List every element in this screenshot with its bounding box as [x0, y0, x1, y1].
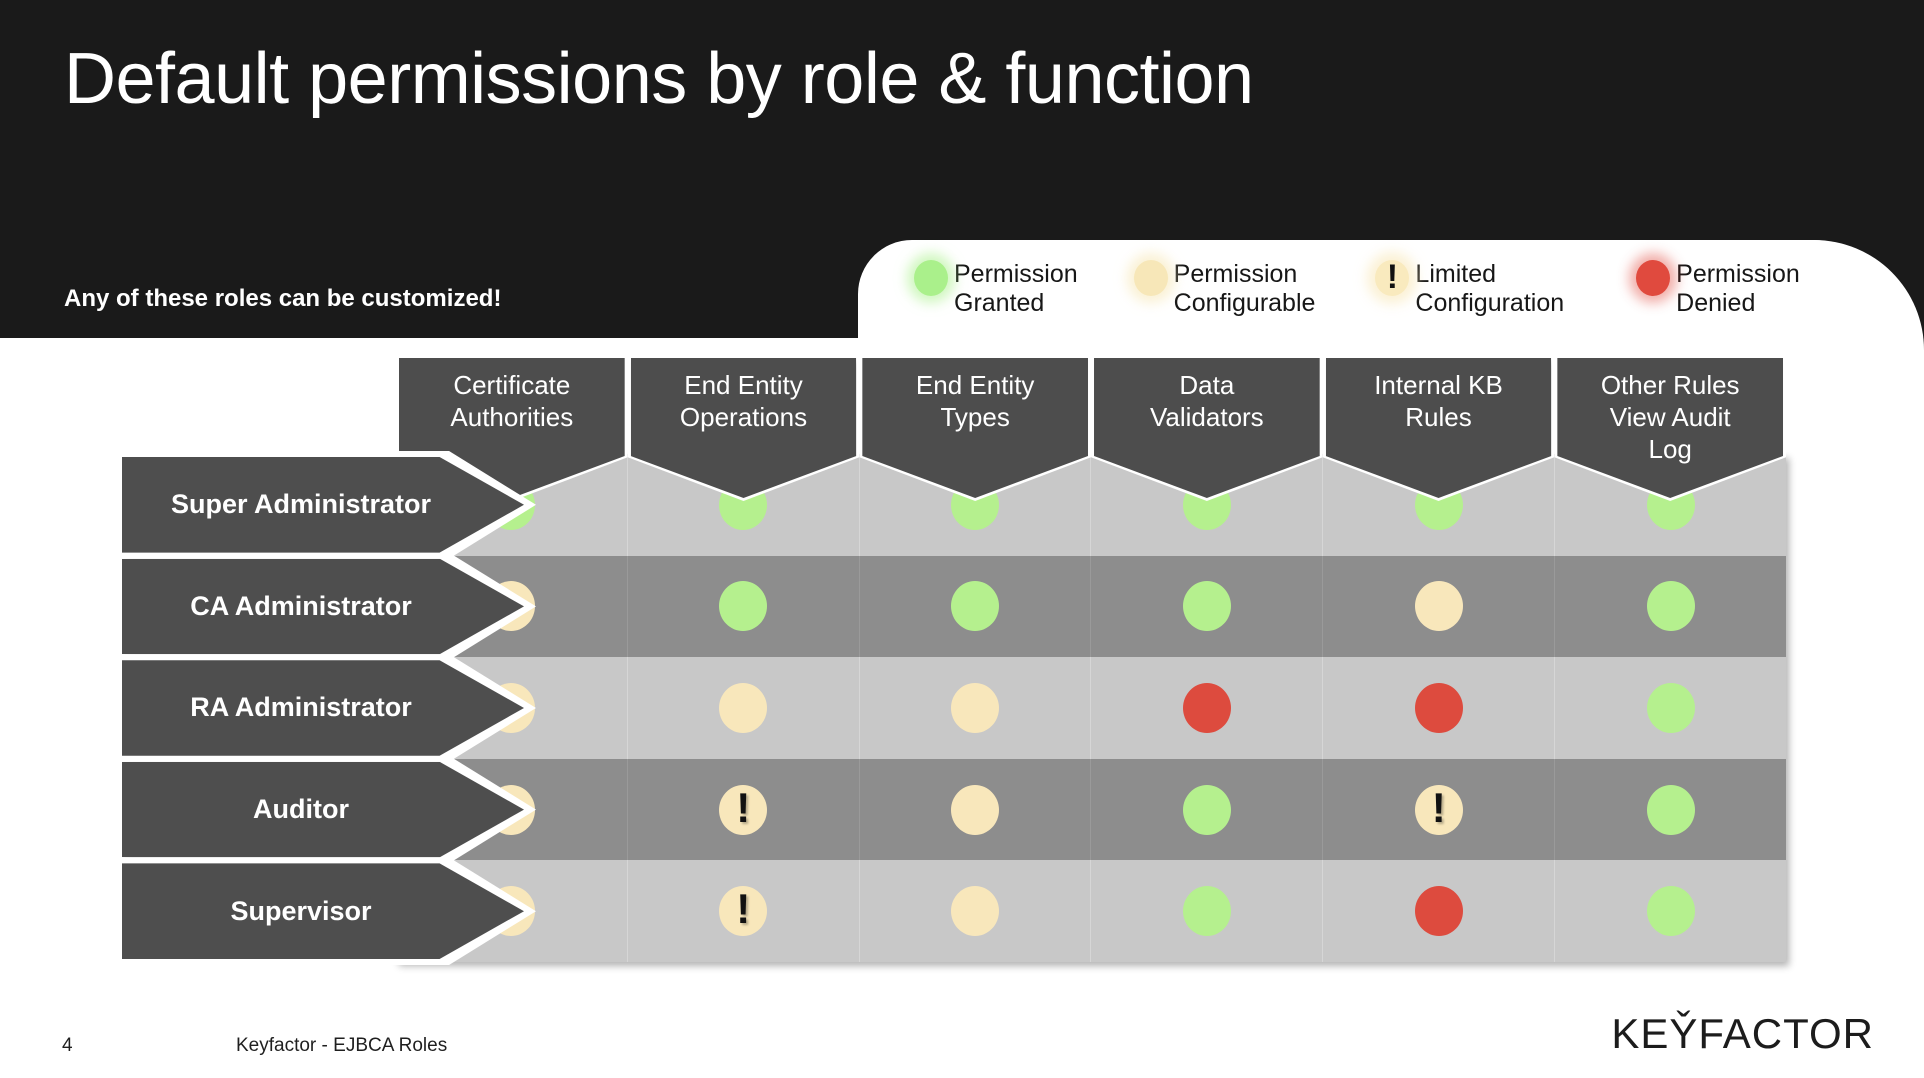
column-header-label: Internal KB Rules: [1374, 370, 1503, 432]
row-label-shape: [122, 761, 524, 858]
status-denied-icon: [1414, 886, 1463, 937]
table-row: [396, 657, 1786, 759]
legend-label-denied: Permission Denied: [1676, 260, 1800, 317]
status-granted-icon: [1182, 784, 1231, 835]
status-configurable-icon: [1414, 581, 1463, 632]
status-granted-icon: [719, 581, 768, 632]
column-header-4: Data Validators: [1091, 355, 1323, 501]
permissions-matrix: !!! Certificate Authorities End Entity Op…: [396, 355, 1787, 962]
matrix-row-labels: Super Administrator CA Administrator RA Ad…: [122, 451, 536, 965]
column-header-label: End Entity Types: [915, 370, 1035, 432]
legend-label-granted: Permission Granted: [954, 260, 1078, 317]
exclamation-glyph: !: [1431, 783, 1446, 831]
matrix-cell: !: [628, 758, 860, 861]
matrix-column-headers: Certificate Authorities End Entity Operat…: [396, 355, 1787, 501]
row-label-text: CA Administrator: [190, 590, 412, 621]
column-header-label: Certificate Authorities: [450, 370, 574, 432]
status-denied-icon: [1414, 682, 1463, 733]
page-title: Default permissions by role & function: [64, 39, 1254, 119]
row-label-2: CA Administrator: [122, 552, 536, 661]
matrix-cell: !: [1323, 758, 1556, 861]
footer-deck-title: Keyfactor - EJBCA Roles: [236, 1035, 448, 1056]
matrix-cell: [628, 657, 860, 759]
column-header-3: End Entity Types: [859, 355, 1092, 501]
column-header-2: End Entity Operations: [627, 355, 860, 501]
legend-item-granted: Permission Granted: [914, 258, 1078, 318]
circle-green-icon: [914, 260, 948, 296]
status-granted-icon: [1646, 682, 1695, 733]
column-header-6: Other Rules View Audit Log: [1554, 355, 1787, 501]
status-denied-icon: [1182, 682, 1231, 733]
row-label-text: Super Administrator: [170, 489, 432, 520]
row-label-text: Auditor: [253, 794, 349, 825]
matrix-cell: [1555, 860, 1786, 962]
table-row: !!: [396, 758, 1786, 861]
status-configurable-icon: [951, 886, 1000, 937]
row-label-shape: [122, 558, 524, 655]
matrix-cell: [1323, 860, 1556, 962]
table-row: [396, 454, 1786, 556]
matrix-cell: [1555, 556, 1786, 658]
exclamation-glyph: !: [736, 885, 751, 933]
row-label-3: RA Administrator: [122, 654, 536, 762]
circle-red-icon: [1636, 260, 1671, 296]
matrix-cell: [1091, 860, 1324, 962]
status-limited-icon: !: [719, 885, 768, 937]
row-label-text: RA Administrator: [190, 692, 412, 723]
status-configurable-icon: [951, 682, 1000, 733]
legend-item-configurable: Permission Configurable: [1133, 258, 1316, 318]
row-label-shape: [122, 863, 524, 959]
table-row: [396, 555, 1786, 658]
status-configurable-icon: [719, 682, 768, 733]
legend-item-limited: ! Limited Configuration: [1375, 258, 1564, 318]
matrix-cell: [1323, 657, 1556, 759]
table-row: !: [396, 860, 1786, 962]
row-label-shape: [122, 660, 524, 756]
column-header-5: Internal KB Rules: [1322, 355, 1555, 501]
status-limited-icon: !: [719, 783, 768, 835]
status-granted-icon: [1646, 581, 1695, 632]
footer-page-number: 4: [62, 1035, 73, 1056]
legend-label-configurable: Permission Configurable: [1173, 260, 1316, 317]
matrix-cell: [1555, 657, 1786, 759]
status-granted-icon: [1646, 784, 1695, 835]
legend-label-limited: Limited Configuration: [1415, 260, 1565, 317]
status-granted-icon: [951, 581, 1000, 632]
status-granted-icon: [1182, 581, 1231, 632]
matrix-cell: [1091, 758, 1324, 861]
matrix-grid-body: !!!: [396, 454, 1786, 962]
row-label-text: Supervisor: [230, 895, 372, 926]
matrix-cell: [860, 860, 1092, 962]
status-configurable-icon: [951, 784, 1000, 835]
column-header-label: Other Rules View Audit Log: [1600, 370, 1740, 464]
matrix-cell: [860, 555, 1092, 658]
row-label-5: Supervisor: [122, 857, 536, 965]
row-label-4: Auditor: [122, 755, 536, 864]
row-label-1: Super Administrator: [122, 451, 536, 559]
legend-item-denied: Permission Denied: [1636, 258, 1800, 318]
exclamation-icon: !: [1375, 258, 1410, 296]
status-granted-icon: [1646, 886, 1695, 937]
matrix-cell: [1091, 555, 1324, 658]
status-limited-icon: !: [1414, 783, 1463, 835]
column-header-label: End Entity Operations: [679, 370, 808, 432]
matrix-cell: [860, 657, 1092, 759]
keyfactor-logo: KEY̌FACTOR: [1611, 1010, 1874, 1057]
matrix-cell: [1091, 657, 1324, 759]
column-header-label: Data Validators: [1150, 370, 1264, 432]
exclamation-glyph: !: [736, 783, 751, 831]
row-label-shape: [122, 457, 524, 553]
matrix-cell: [1323, 555, 1556, 658]
circle-cream-icon: [1133, 260, 1168, 296]
banner-note: Any of these roles can be customized!: [64, 285, 502, 312]
matrix-cell: [1555, 759, 1786, 861]
matrix-cell: !: [628, 860, 860, 962]
exclamation-glyph: !: [1386, 258, 1399, 296]
status-granted-icon: [1182, 886, 1231, 937]
legend: Permission Granted Permission Configurab…: [858, 240, 1924, 350]
legend-panel: [858, 240, 1868, 350]
matrix-cell: [860, 758, 1092, 861]
matrix-cell: [628, 555, 860, 658]
